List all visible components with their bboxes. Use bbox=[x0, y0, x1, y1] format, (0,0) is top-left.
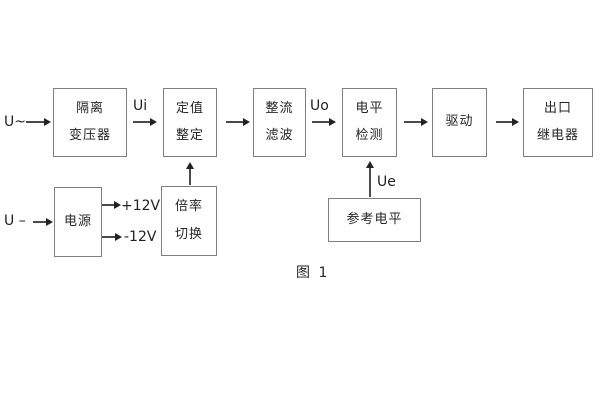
block-ratio-switch: 倍率 切换 bbox=[161, 186, 217, 256]
block-label-line: 整定 bbox=[175, 128, 204, 143]
block-output-relay: 出口 继电器 bbox=[523, 88, 593, 157]
block-label-line: 参考电平 bbox=[346, 211, 403, 227]
signal-label-ui: Ui bbox=[133, 98, 148, 114]
block-label-line: 变压器 bbox=[68, 128, 111, 143]
block-label-line: 继电器 bbox=[536, 128, 579, 143]
block-label-line: 电源 bbox=[63, 213, 92, 229]
block-label-line: 切换 bbox=[174, 226, 203, 242]
block-label-line: 倍率 bbox=[174, 199, 203, 215]
rail-label-minus12v: -12V bbox=[124, 229, 157, 245]
arrow-right-icon bbox=[226, 118, 250, 126]
arrow-up-icon bbox=[366, 161, 374, 197]
arrow-right-icon bbox=[102, 233, 122, 241]
arrow-right-icon bbox=[312, 118, 336, 126]
block-setting-adjust: 定值 整定 bbox=[163, 88, 217, 157]
arrow-right-icon bbox=[33, 218, 53, 226]
arrow-up-icon bbox=[186, 162, 194, 185]
block-rectifier-filter: 整流 滤波 bbox=[253, 88, 306, 157]
block-drive: 驱动 bbox=[432, 88, 487, 157]
block-label-line: 检测 bbox=[355, 128, 384, 143]
block-label-line: 定值 bbox=[175, 100, 204, 116]
figure-caption: 图 1 bbox=[296, 265, 330, 281]
block-level-detect: 电平 检测 bbox=[342, 88, 397, 157]
block-label-line: 整流 bbox=[265, 100, 294, 116]
arrow-right-icon bbox=[496, 118, 519, 126]
block-label-line: 隔离 bbox=[75, 100, 104, 116]
input-label-ac: U~ bbox=[4, 114, 26, 130]
signal-label-ue: Ue bbox=[377, 174, 396, 190]
block-label-line: 出口 bbox=[543, 100, 572, 116]
block-label-line: 滤波 bbox=[265, 128, 294, 143]
arrow-right-icon bbox=[102, 201, 121, 209]
block-isolation-transformer: 隔离 变压器 bbox=[53, 88, 127, 157]
signal-label-uo: Uo bbox=[310, 98, 329, 114]
arrow-right-icon bbox=[26, 118, 51, 126]
arrow-right-icon bbox=[404, 118, 428, 126]
block-label-line: 驱动 bbox=[445, 114, 474, 130]
rail-label-plus12v: +12V bbox=[121, 198, 161, 214]
input-label-dc: U – bbox=[4, 213, 26, 229]
block-label-line: 电平 bbox=[355, 100, 384, 116]
block-reference-level: 参考电平 bbox=[328, 198, 421, 242]
block-power-supply: 电源 bbox=[54, 187, 102, 257]
arrow-right-icon bbox=[133, 118, 157, 126]
